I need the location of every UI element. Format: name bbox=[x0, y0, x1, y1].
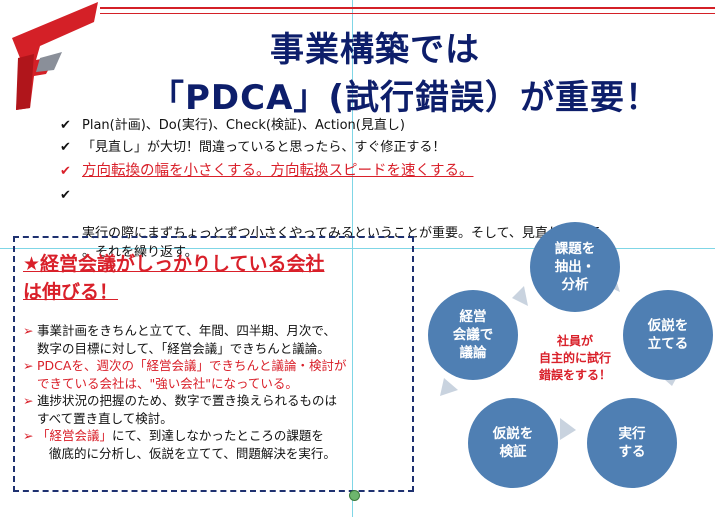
page-title-line2: 「PDCA」(試行錯誤）が重要！ bbox=[150, 78, 660, 118]
bullet-text: 方向転換の幅を小さくする。方向転換スピードを速くする。 bbox=[82, 163, 474, 179]
box-item-text: 進捗状況の把握のため、数字で置き換えられるものは bbox=[37, 393, 338, 408]
cycle-step-verify: 仮説を 検証 bbox=[468, 398, 558, 488]
header-rule-top bbox=[100, 7, 715, 9]
header-rule-bottom bbox=[100, 13, 715, 14]
cycle-step-meeting: 経営 会議で 議論 bbox=[428, 290, 518, 380]
arrow-icon bbox=[512, 286, 528, 306]
arrow-bullet-icon: ➢ bbox=[23, 358, 34, 373]
cycle-step-analyze: 課題を 抽出・ 分析 bbox=[530, 222, 620, 312]
arrow-bullet-icon: ➢ bbox=[23, 323, 34, 338]
box-item-text: 「経営会議」にて、到達しなかったところの課題を bbox=[37, 427, 408, 445]
bullet-item-highlight: ✔ 方向転換の幅を小さくする。方向転換スピードを速くする。 bbox=[60, 162, 700, 181]
company-logo bbox=[12, 2, 98, 110]
box-item-text: 事業計画をきちんと立てて、年間、四半期、月次で、 bbox=[37, 323, 336, 338]
box-item: ➢ 進捗状況の把握のため、数字で置き換えられるものは すべて置き直して検討。 bbox=[23, 392, 408, 427]
guide-line-horizontal bbox=[0, 248, 715, 249]
bullet-item: ✔ 「見直し」が大切！間違っていると思ったら、すぐ修正する！ bbox=[60, 138, 700, 157]
box-item-list: ➢ 事業計画をきちんと立てて、年間、四半期、月次で、 数字の目標に対して、「経営… bbox=[23, 322, 408, 462]
cycle-center-label: 社員が 自主的に試行 錯誤をする！ bbox=[538, 334, 611, 382]
checkmark-icon: ✔ bbox=[60, 188, 71, 203]
arrow-bullet-icon: ➢ bbox=[23, 428, 34, 443]
highlight-text: 「経営会議」 bbox=[37, 428, 113, 443]
arrow-icon bbox=[440, 378, 458, 396]
pdca-cycle-diagram: 課題を 抽出・ 分析 仮説を 立てる 実行 する 仮説を 検証 経営 会議で 議… bbox=[420, 218, 715, 517]
box-item: ➢ 事業計画をきちんと立てて、年間、四半期、月次で、 数字の目標に対して、「経営… bbox=[23, 322, 408, 357]
box-item-text: PDCAを、週次の「経営会議」できちんと議論・検討が bbox=[37, 358, 347, 373]
bullet-text: 「見直し」が大切！間違っていると思ったら、すぐ修正する！ bbox=[82, 140, 446, 155]
box-item-text-line2: 徹底的に分析し、仮説を立てて、問題解決を実行。 bbox=[49, 445, 336, 461]
box-item-text-line2: できている会社は、"強い会社"になっている。 bbox=[37, 375, 298, 391]
page-title-line1: 事業構築では bbox=[270, 30, 480, 70]
box-item-text-line2: すべて置き直して検討。 bbox=[37, 410, 173, 426]
box-item: ➢ 「経営会議」にて、到達しなかったところの課題を 徹底的に分析し、仮説を立てて… bbox=[23, 427, 408, 462]
checkmark-icon: ✔ bbox=[60, 164, 71, 179]
box-item: ➢ PDCAを、週次の「経営会議」できちんと議論・検討が できている会社は、"強… bbox=[23, 357, 408, 392]
arrow-bullet-icon: ➢ bbox=[23, 393, 34, 408]
management-meeting-box: ★経営会議がしっかりしている会社 は伸びる！ ➢ 事業計画をきちんと立てて、年間… bbox=[13, 236, 414, 492]
checkmark-icon: ✔ bbox=[60, 118, 71, 133]
box-heading: ★経営会議がしっかりしている会社 は伸びる！ bbox=[23, 250, 324, 306]
guide-line-vertical bbox=[352, 0, 353, 517]
box-heading-line2: は伸びる！ bbox=[23, 281, 119, 303]
checkmark-icon: ✔ bbox=[60, 140, 71, 155]
cycle-step-hypothesis: 仮説を 立てる bbox=[623, 290, 713, 380]
box-heading-line1: ★経営会議がしっかりしている会社 bbox=[23, 253, 325, 275]
cycle-step-execute: 実行 する bbox=[587, 398, 677, 488]
arrow-icon bbox=[560, 418, 576, 440]
bullet-item: ✔ Plan(計画)、Do(実行)、Check(検証)、Action(見直し) bbox=[60, 116, 700, 135]
box-item-text-line2: 数字の目標に対して、「経営会議」できちんと議論。 bbox=[37, 340, 330, 356]
selection-handle[interactable] bbox=[349, 490, 360, 501]
box-item-text-rest: にて、到達しなかったところの課題を bbox=[112, 428, 324, 443]
bullet-text: Plan(計画)、Do(実行)、Check(検証)、Action(見直し) bbox=[82, 118, 405, 133]
